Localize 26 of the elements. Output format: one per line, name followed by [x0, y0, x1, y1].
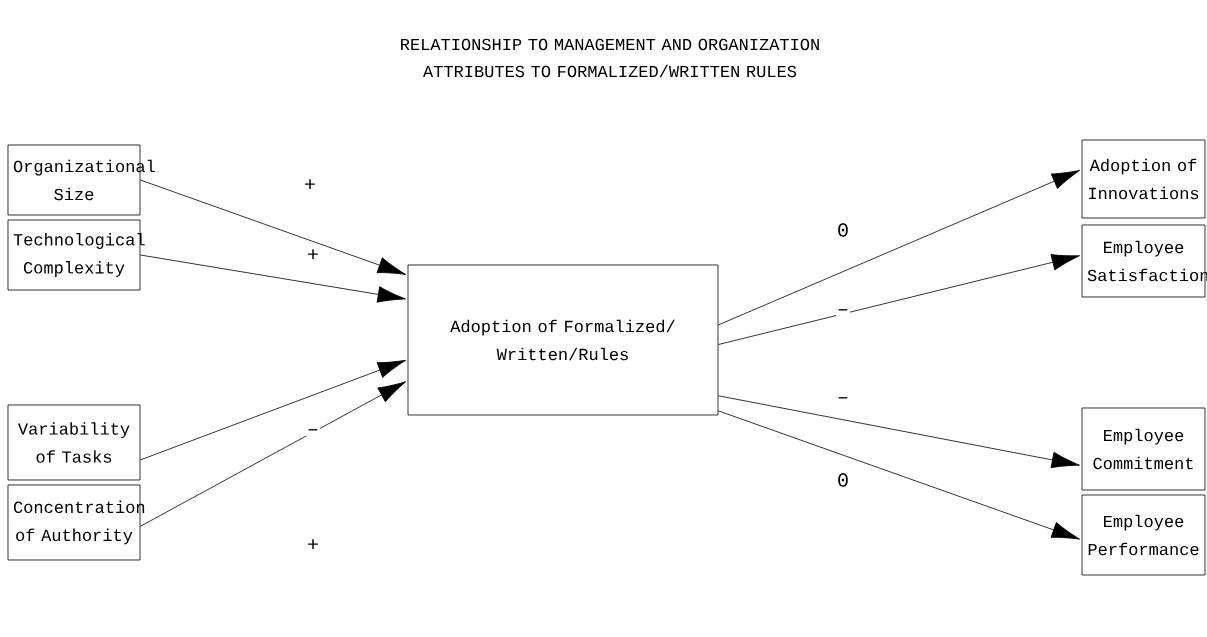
edge-label: – — [306, 428, 320, 436]
edge-label: 0 — [836, 472, 850, 488]
edge-label: 0 — [836, 222, 850, 238]
factor-box: Employee Performance — [1081, 494, 1206, 576]
edge-label: – — [836, 396, 850, 404]
factor-box: Organizational Size — [7, 144, 155, 216]
arrow — [718, 395, 1080, 469]
factor-box: Employee Satisfaction — [1081, 224, 1207, 298]
factor-box: Employee Commitment — [1081, 407, 1206, 491]
edge-label: – — [836, 308, 850, 316]
edge-label: + — [303, 178, 317, 192]
title: RELATIONSHIP TO MANAGEMENT AND ORGANIZATION ATTRIBUTES TO FORMALIZED/WRITTEN RULES — [401, 38, 819, 78]
arrow — [140, 179, 406, 275]
edge-label: + — [306, 538, 320, 552]
arrow — [140, 254, 406, 303]
edge-label: + — [306, 248, 320, 262]
arrow — [718, 254, 1080, 345]
arrow — [140, 381, 407, 527]
arrow — [718, 410, 1080, 540]
factor-box: Concentration of Authority — [7, 484, 145, 561]
arrow — [718, 170, 1081, 326]
factor-box: Technological Complexity — [7, 219, 145, 291]
arrow — [140, 359, 406, 461]
central-box: Adoption of Formalized/ Written/Rules — [407, 264, 719, 416]
factor-box: Adoption of Innovations — [1081, 139, 1206, 219]
factor-box: Variability of Tasks — [7, 404, 141, 481]
